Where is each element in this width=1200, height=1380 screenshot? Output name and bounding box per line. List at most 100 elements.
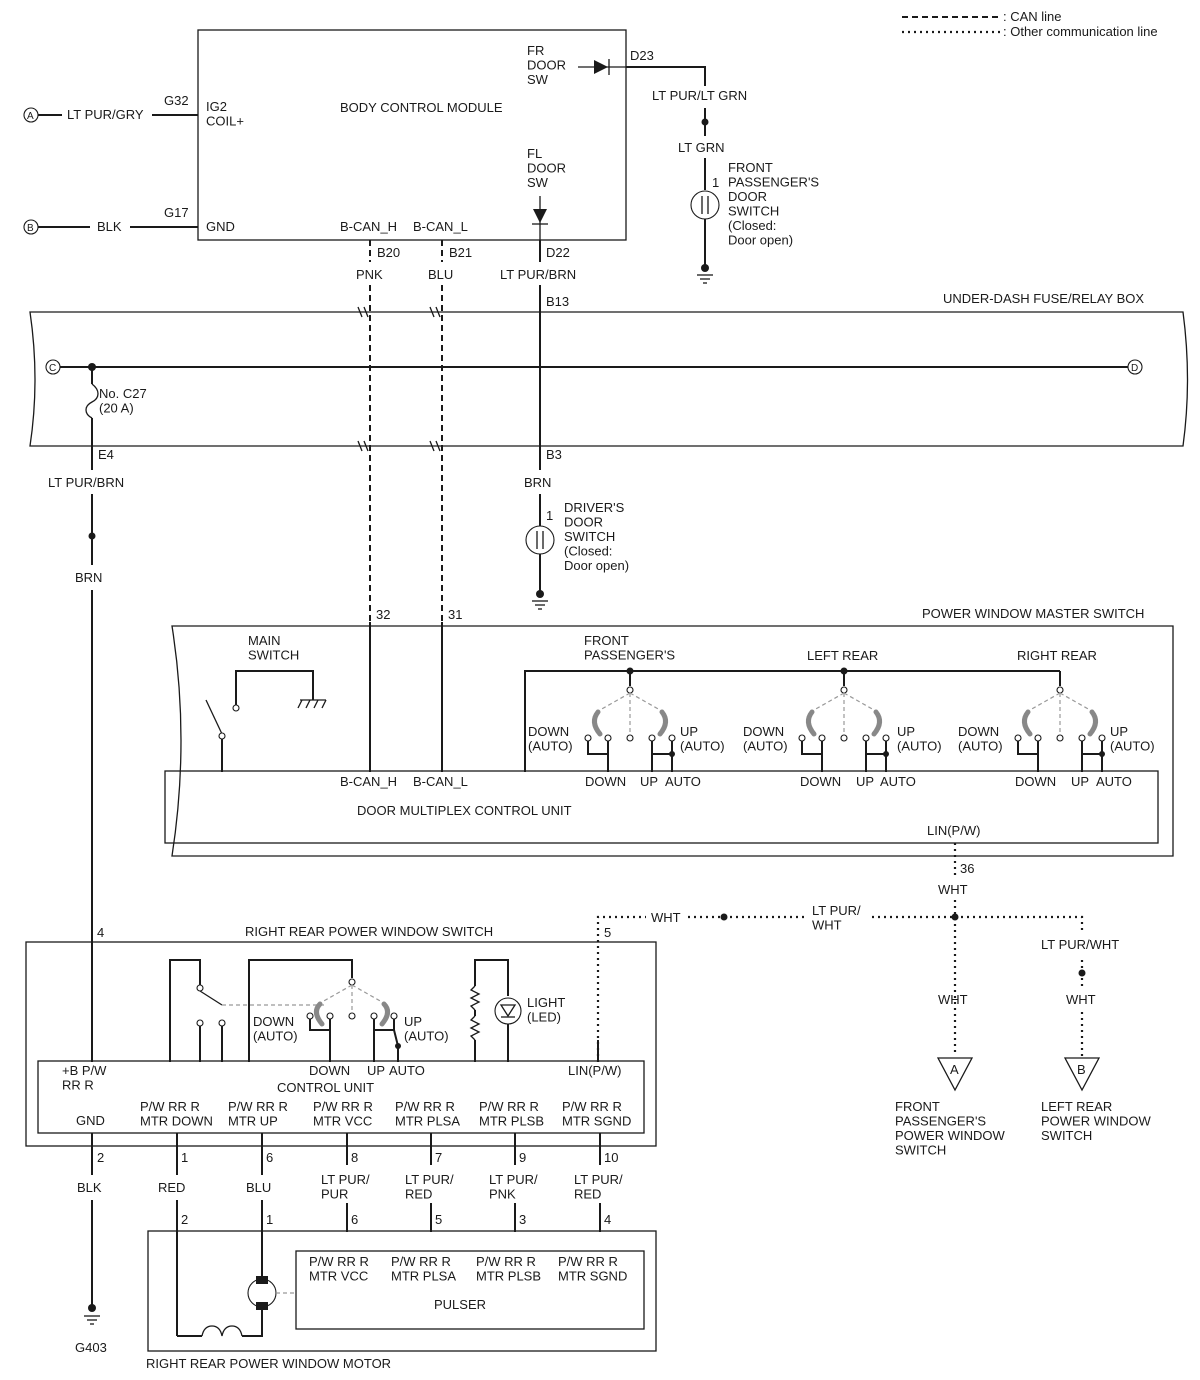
motor-pin-6: 6 (351, 1212, 358, 1227)
ground-icon (84, 1315, 100, 1325)
rr-down-auto: DOWN(AUTO) (253, 1014, 298, 1044)
fp-door-switch-icon (690, 190, 720, 220)
wire-brn-left: BRN (75, 570, 102, 585)
connector-a-top-label: A (27, 111, 34, 122)
ground-g403: G403 (75, 1340, 107, 1355)
lr-auto: AUTO (880, 774, 916, 789)
motor-pin-1: 1 (266, 1212, 273, 1227)
wire-lt-pur-red-2: LT PUR/RED (574, 1172, 623, 1202)
wire-wht-b: WHT (1066, 992, 1096, 1007)
master-outline (171, 625, 1174, 857)
pin-d23: D23 (630, 48, 654, 63)
pin-g32: G32 (164, 93, 189, 108)
wire-lt-pur-brn-fuse: LT PUR/BRN (48, 475, 124, 490)
wire-lt-pur-red-1: LT PUR/RED (405, 1172, 454, 1202)
rr-pin4: 4 (97, 925, 104, 940)
wire-wht-36: WHT (938, 882, 968, 897)
wire-blk-top: BLK (97, 219, 122, 234)
wire-blk-bot: BLK (77, 1180, 102, 1195)
wire-pnk: PNK (356, 267, 383, 282)
ground-icon (532, 600, 548, 610)
rr-pin-vcc: 8 (351, 1150, 358, 1165)
legend: : CAN line : Other communication line (902, 9, 1158, 39)
rr-down: DOWN (1015, 774, 1056, 789)
wire-lt-pur-pur: LT PUR/PUR (321, 1172, 370, 1202)
fr-door-diode-icon (594, 60, 608, 74)
circuit-breaker-icon (201, 1325, 243, 1337)
lin-network: 36 WHT WHT LT PUR/WHT LT PUR/WHT WHT WHT… (596, 843, 1151, 1158)
connector-d (1127, 359, 1143, 375)
fp-up: UP (640, 774, 658, 789)
motor-pin-5: 5 (435, 1212, 442, 1227)
pulser-label: PULSER (434, 1297, 486, 1312)
wire-lt-pur-lt-grn: LT PUR/LT GRN (652, 88, 747, 103)
pin-b3: B3 (546, 447, 562, 462)
rr-down: DOWN (309, 1063, 350, 1078)
led-icon (494, 997, 522, 1025)
rr-gnd-label: GND (76, 1113, 105, 1128)
pin-b20: B20 (377, 245, 400, 260)
wire-brn-driver: BRN (524, 475, 551, 490)
master-lin: LIN(P/W) (927, 823, 980, 838)
rr-lin-label: LIN(P/W) (568, 1063, 621, 1078)
wire-blu-top: BLU (428, 267, 453, 282)
fp-down: DOWN (585, 774, 626, 789)
rr-switch-title: RIGHT REAR POWER WINDOW SWITCH (245, 924, 493, 939)
bcm-box (197, 29, 627, 241)
rr-pin-sgnd: 10 (604, 1150, 618, 1165)
wire-lt-pur-gry: LT PUR/GRY (67, 107, 144, 122)
bcm-gnd-label: GND (206, 219, 235, 234)
rr-pin-plsa: 7 (435, 1150, 442, 1165)
pin-e4: E4 (98, 447, 114, 462)
fp-auto: AUTO (665, 774, 701, 789)
rr-pin5: 5 (604, 925, 611, 940)
pin-b13: B13 (546, 294, 569, 309)
rr-pin-up: 6 (266, 1150, 273, 1165)
rr-up-auto: UP(AUTO) (404, 1014, 449, 1044)
pin-d22: D22 (546, 245, 570, 260)
rr-control-unit-box (37, 1060, 645, 1134)
bcm-inputs: A LT PUR/GRY B BLK (23, 107, 198, 235)
motor-title: RIGHT REAR POWER WINDOW MOTOR (146, 1356, 391, 1371)
wire-lt-grn: LT GRN (678, 140, 724, 155)
fp-window-switch-icon (584, 671, 676, 772)
legend-other-text: : Other communication line (1003, 24, 1158, 39)
driver-switch-pin: 1 (546, 508, 553, 523)
master-pin31: 31 (448, 607, 462, 622)
rr-pin-down: 1 (181, 1150, 188, 1165)
wire-lt-pur-wht: LT PUR/WHT (812, 903, 861, 933)
bcm-can-l-label: B-CAN_L (413, 219, 468, 234)
lr-down-auto: DOWN(AUTO) (743, 724, 788, 754)
offpage-a-letter: A (950, 1062, 959, 1077)
offpage-b-letter: B (1077, 1062, 1086, 1077)
rr-up: UP (1071, 774, 1089, 789)
wire-lt-pur-pnk: LT PUR/PNK (489, 1172, 538, 1202)
resistor-icon-2 (469, 985, 481, 1011)
master-pin36: 36 (960, 861, 974, 876)
right-rear-label: RIGHT REAR (1017, 648, 1097, 663)
rr-auto: AUTO (389, 1063, 425, 1078)
motor-outline (147, 1230, 657, 1352)
main-switch-ground-icon (297, 699, 327, 709)
fp-switch-pin: 1 (712, 175, 719, 190)
light-led-label: LIGHT(LED) (527, 995, 565, 1025)
fuse-box-title: UNDER-DASH FUSE/RELAY BOX (943, 291, 1144, 306)
offpage-b-icon (1063, 1057, 1101, 1092)
wire-wht-mid: WHT (651, 910, 681, 925)
resistor-icon-1 (469, 1015, 481, 1041)
rr-up: UP (367, 1063, 385, 1078)
pulser-box (295, 1250, 645, 1330)
